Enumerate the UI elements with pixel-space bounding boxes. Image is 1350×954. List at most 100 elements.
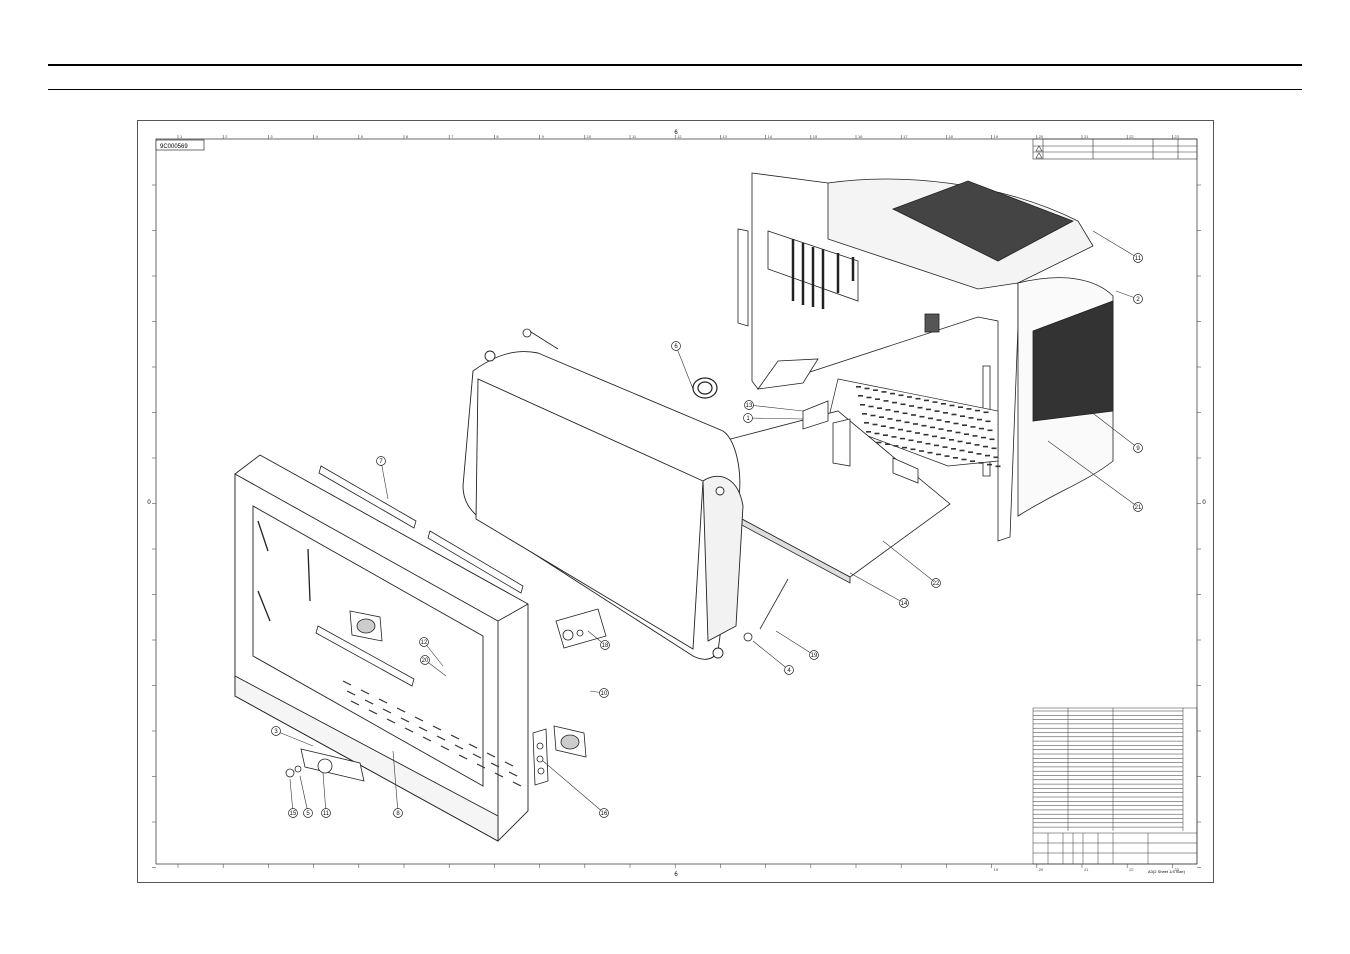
speaker-lower xyxy=(553,725,587,758)
callout-5: 9 xyxy=(1133,443,1143,453)
callout-4: 1 xyxy=(743,413,753,423)
ruler-top-label: 20 xyxy=(1039,134,1044,139)
header-rule xyxy=(48,64,1302,66)
ruler-side-ticks xyxy=(152,184,1201,868)
ruler-top-label: 1 xyxy=(180,134,183,139)
side-label-right: 0 xyxy=(1202,500,1206,506)
callout-label: 18 xyxy=(602,643,609,649)
callout-16: 3 xyxy=(271,726,281,736)
callout-label: 5 xyxy=(306,811,310,817)
ruler-top-label: 12 xyxy=(677,134,682,139)
ruler-bottom-label: 19 xyxy=(994,867,999,872)
ruler-top-label: 11 xyxy=(632,134,637,139)
ruler-top-label: 15 xyxy=(813,134,818,139)
callout-label: 21 xyxy=(1135,505,1142,511)
side-label-left: 0 xyxy=(147,500,151,506)
ruler-top-label: 16 xyxy=(858,134,863,139)
callout-9: 14 xyxy=(899,598,909,608)
header-subrule xyxy=(48,89,1302,90)
ruler-top-label: 23 xyxy=(1174,134,1179,139)
front-strips xyxy=(315,465,524,687)
revision-table xyxy=(1032,138,1198,160)
callout-label: 11 xyxy=(323,811,330,817)
ruler-top-label: 17 xyxy=(903,134,908,139)
callout-label: 11 xyxy=(1135,256,1142,262)
ruler-bottom-label: 22 xyxy=(1129,867,1134,872)
drawing-code: 9C000569 xyxy=(160,144,188,150)
callout-label: 9 xyxy=(1136,446,1140,452)
callout-label: 13 xyxy=(746,403,753,409)
callout-label: 8 xyxy=(396,811,400,817)
callout-21: 16 xyxy=(599,808,609,818)
speaker-upper xyxy=(349,610,383,642)
ruler-top-label: 19 xyxy=(994,134,999,139)
callout-label: 7 xyxy=(379,459,383,465)
back-cover xyxy=(737,172,1114,542)
callout-2: 6 xyxy=(671,341,681,351)
footer-note: A3(2 Sheet 1/4 Size) xyxy=(1148,869,1186,874)
ruler-top-label: 10 xyxy=(587,134,592,139)
callout-label: 16 xyxy=(601,811,608,817)
ruler-bottom-label: 23 xyxy=(1174,867,1179,872)
callout-17: 15 xyxy=(288,808,298,818)
ruler-top-label: 5 xyxy=(361,134,364,139)
callout-7: 7 xyxy=(376,456,386,466)
ruler-top-label: 6 xyxy=(406,134,409,139)
callout-10: 18 xyxy=(600,640,610,650)
callout-label: 12 xyxy=(421,640,428,646)
ruler-bottom-ticks: 19 20 21 22 23 xyxy=(177,864,1180,872)
chassis-tray xyxy=(827,378,1001,468)
sheet-label-top: 6 xyxy=(674,130,678,136)
callout-label: 14 xyxy=(901,601,908,607)
side-av-board xyxy=(532,728,549,786)
ruler-top-label: 14 xyxy=(768,134,773,139)
callout-6: 21 xyxy=(1133,502,1143,512)
ruler-top-label: 4 xyxy=(316,134,319,139)
code-box xyxy=(155,139,205,151)
deflection-yoke xyxy=(692,377,718,399)
ruler-bottom-label: 21 xyxy=(1084,867,1089,872)
ruler-top-label: 22 xyxy=(1129,134,1134,139)
callout-20: 8 xyxy=(393,808,403,818)
callout-label: 19 xyxy=(811,653,818,659)
ruler-top-label: 2 xyxy=(225,134,228,139)
callout-label: 6 xyxy=(674,344,678,350)
power-button-panel xyxy=(300,748,365,782)
callout-13: 10 xyxy=(599,688,609,698)
ruler-top-label: 9 xyxy=(542,134,545,139)
callout-19: 11 xyxy=(321,808,331,818)
ruler-top-label: 18 xyxy=(948,134,953,139)
callout-14: 19 xyxy=(809,650,819,660)
front-vents xyxy=(342,680,522,787)
callout-label: 10 xyxy=(601,691,608,697)
crt-tube xyxy=(462,350,744,660)
ruler-top-label: 3 xyxy=(270,134,273,139)
ruler-bottom-label: 20 xyxy=(1039,867,1044,872)
ruler-top-label: 13 xyxy=(722,134,727,139)
callout-3: 13 xyxy=(744,400,754,410)
callout-12: 20 xyxy=(420,655,430,665)
main-pcb xyxy=(722,400,951,584)
inner-frame xyxy=(155,138,1198,865)
screws xyxy=(285,328,789,778)
callout-label: 15 xyxy=(290,811,297,817)
callout-15: 4 xyxy=(784,665,794,675)
callout-11: 12 xyxy=(419,637,429,647)
callout-label: 22 xyxy=(933,581,940,587)
ruler-top-label: 21 xyxy=(1084,134,1089,139)
ruler-top-label: 7 xyxy=(451,134,454,139)
callout-label: 20 xyxy=(422,658,429,664)
callout-1: 2 xyxy=(1133,294,1143,304)
title-block xyxy=(1032,707,1198,865)
callout-0: 11 xyxy=(1133,253,1143,263)
control-pcb xyxy=(555,608,607,649)
callout-label: 1 xyxy=(746,416,750,422)
callout-8: 22 xyxy=(931,578,941,588)
callout-label: 2 xyxy=(1136,297,1140,303)
callout-18: 5 xyxy=(303,808,313,818)
callout-label: 4 xyxy=(787,668,791,674)
